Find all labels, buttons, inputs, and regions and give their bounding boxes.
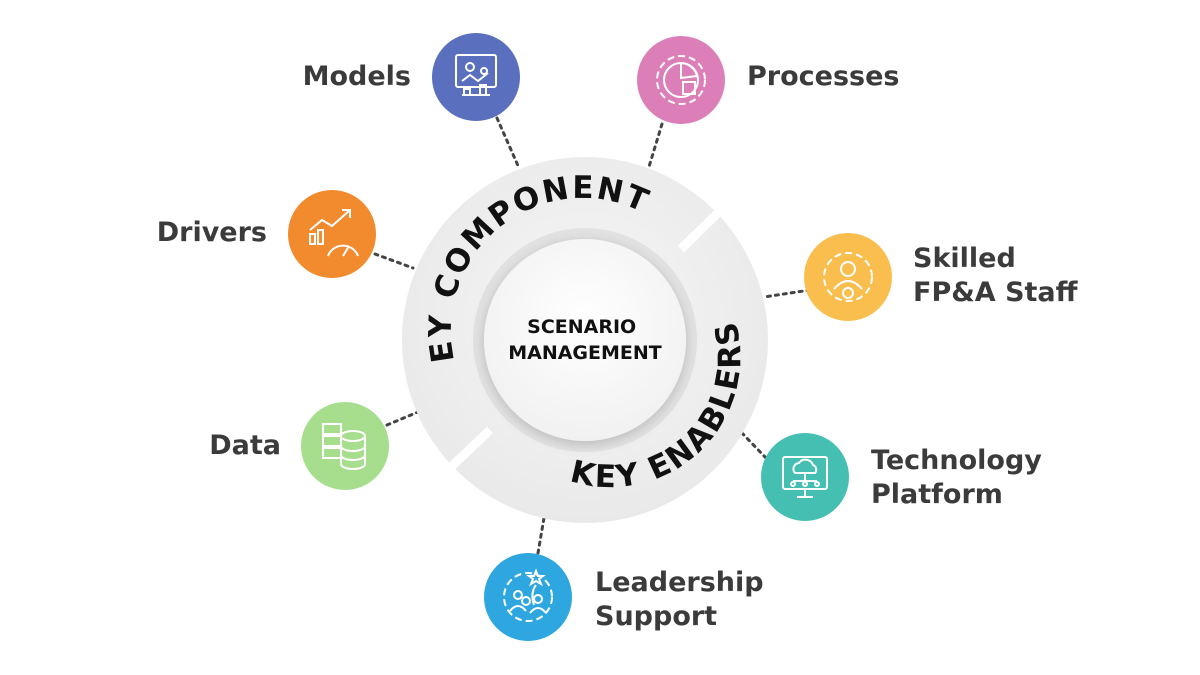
person-gear-icon [823,252,873,302]
connector-drivers [373,252,415,270]
cloud-network-monitor-icon [782,456,828,498]
connector-skilled-staff [762,288,812,299]
label-technology: Technology Platform [871,445,1042,510]
center-title-line-2: MANAGEMENT [508,342,662,364]
connector-processes [646,122,664,172]
node-processes [637,36,725,124]
dashboard-analytics-icon [455,54,497,96]
label-drivers: Drivers [156,217,267,248]
growth-chart-gauge-icon [309,209,359,257]
node-leadership [484,553,572,641]
gear-pie-chart-icon [656,55,706,105]
node-models [432,33,520,121]
label-leadership: Leadership Support [595,567,764,632]
node-skilled-staff [804,233,892,321]
node-data [301,402,389,490]
connectors [373,116,812,555]
team-star-gear-icon [503,568,553,622]
connector-data [385,410,420,427]
connector-models [495,116,521,170]
svg-text:SCENARIO MANAGEMENT: SCENARIO MANAGEMENT [508,316,662,364]
connector-leadership [536,516,546,555]
ring-gaps [448,202,729,470]
center-title-line-1: SCENARIO [527,316,636,338]
node-technology [761,433,849,521]
database-server-icon [322,423,366,470]
label-data: Data [209,430,281,461]
center-circle [484,239,686,441]
connector-technology [739,430,768,460]
label-models: Models [302,61,411,92]
label-processes: Processes [747,61,900,92]
label-skilled-staff: Skilled FP&A Staff [913,243,1078,308]
node-drivers [288,190,376,278]
